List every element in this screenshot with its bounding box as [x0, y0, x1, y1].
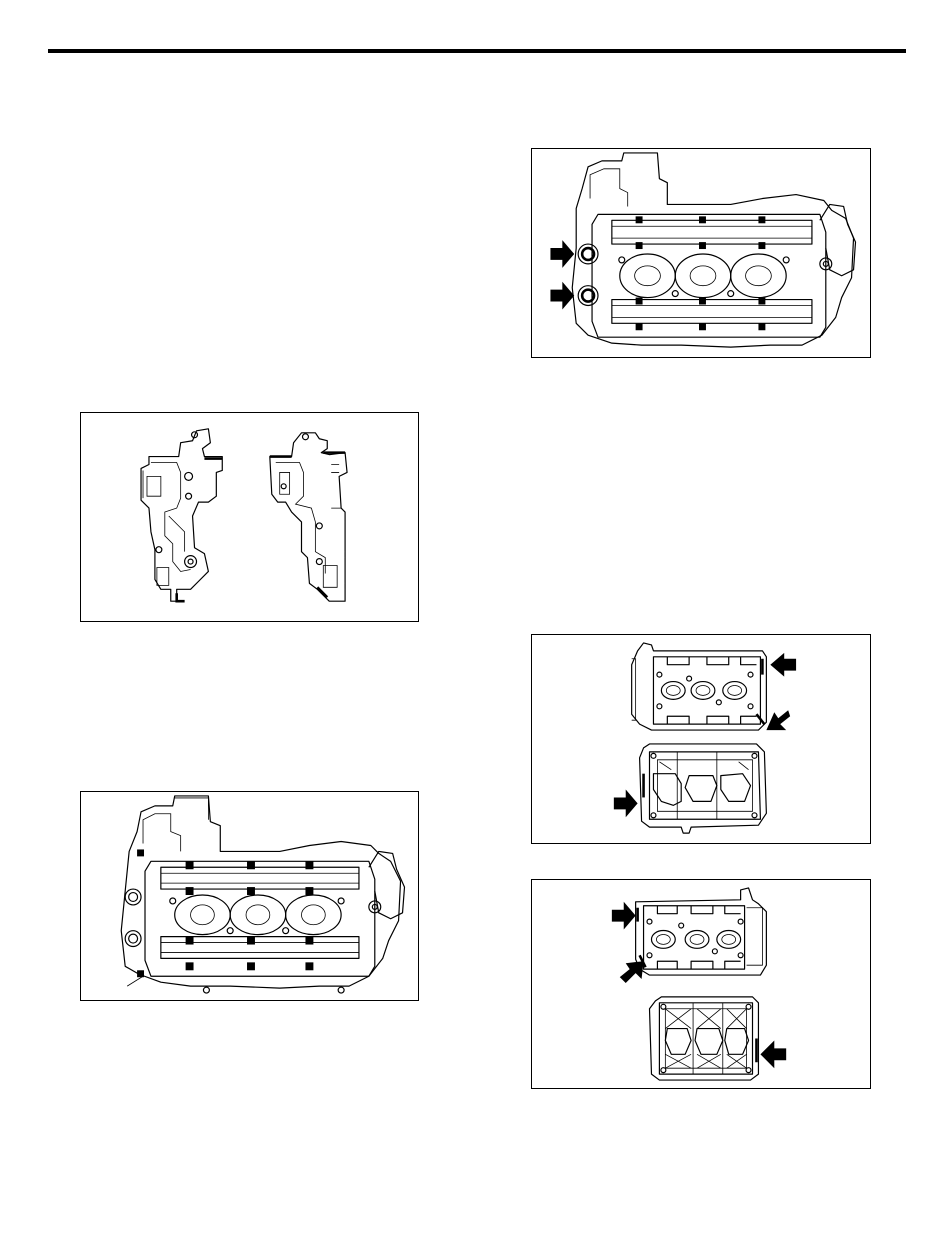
arrow-icon — [550, 240, 574, 268]
rocker-cover-pair-a-illustration — [532, 635, 870, 843]
figure-cylinder-head-with-bearing-caps — [80, 791, 419, 1001]
figure-rocker-cover-pair-a — [531, 634, 871, 844]
cylinder-head-side-views-illustration — [81, 413, 418, 621]
side-view-right — [270, 433, 347, 601]
cylinder-head-top-view-illustration — [81, 792, 418, 1000]
arrow-icon — [614, 790, 638, 818]
arrow-icon — [766, 710, 790, 730]
figure-cylinder-head-plugs — [531, 148, 871, 358]
header-rule — [48, 49, 906, 53]
arrow-icon — [550, 282, 574, 310]
figure-cylinder-head-side-views — [80, 412, 419, 622]
arrow-icon — [620, 961, 644, 983]
arrow-icon — [770, 653, 796, 677]
arrow-icon — [612, 902, 636, 930]
side-view-left — [141, 429, 222, 601]
cylinder-head-plugs-illustration — [532, 149, 870, 357]
figure-rocker-cover-pair-b — [531, 879, 871, 1089]
rocker-cover-pair-b-illustration — [532, 880, 870, 1088]
arrow-icon — [760, 1040, 786, 1068]
